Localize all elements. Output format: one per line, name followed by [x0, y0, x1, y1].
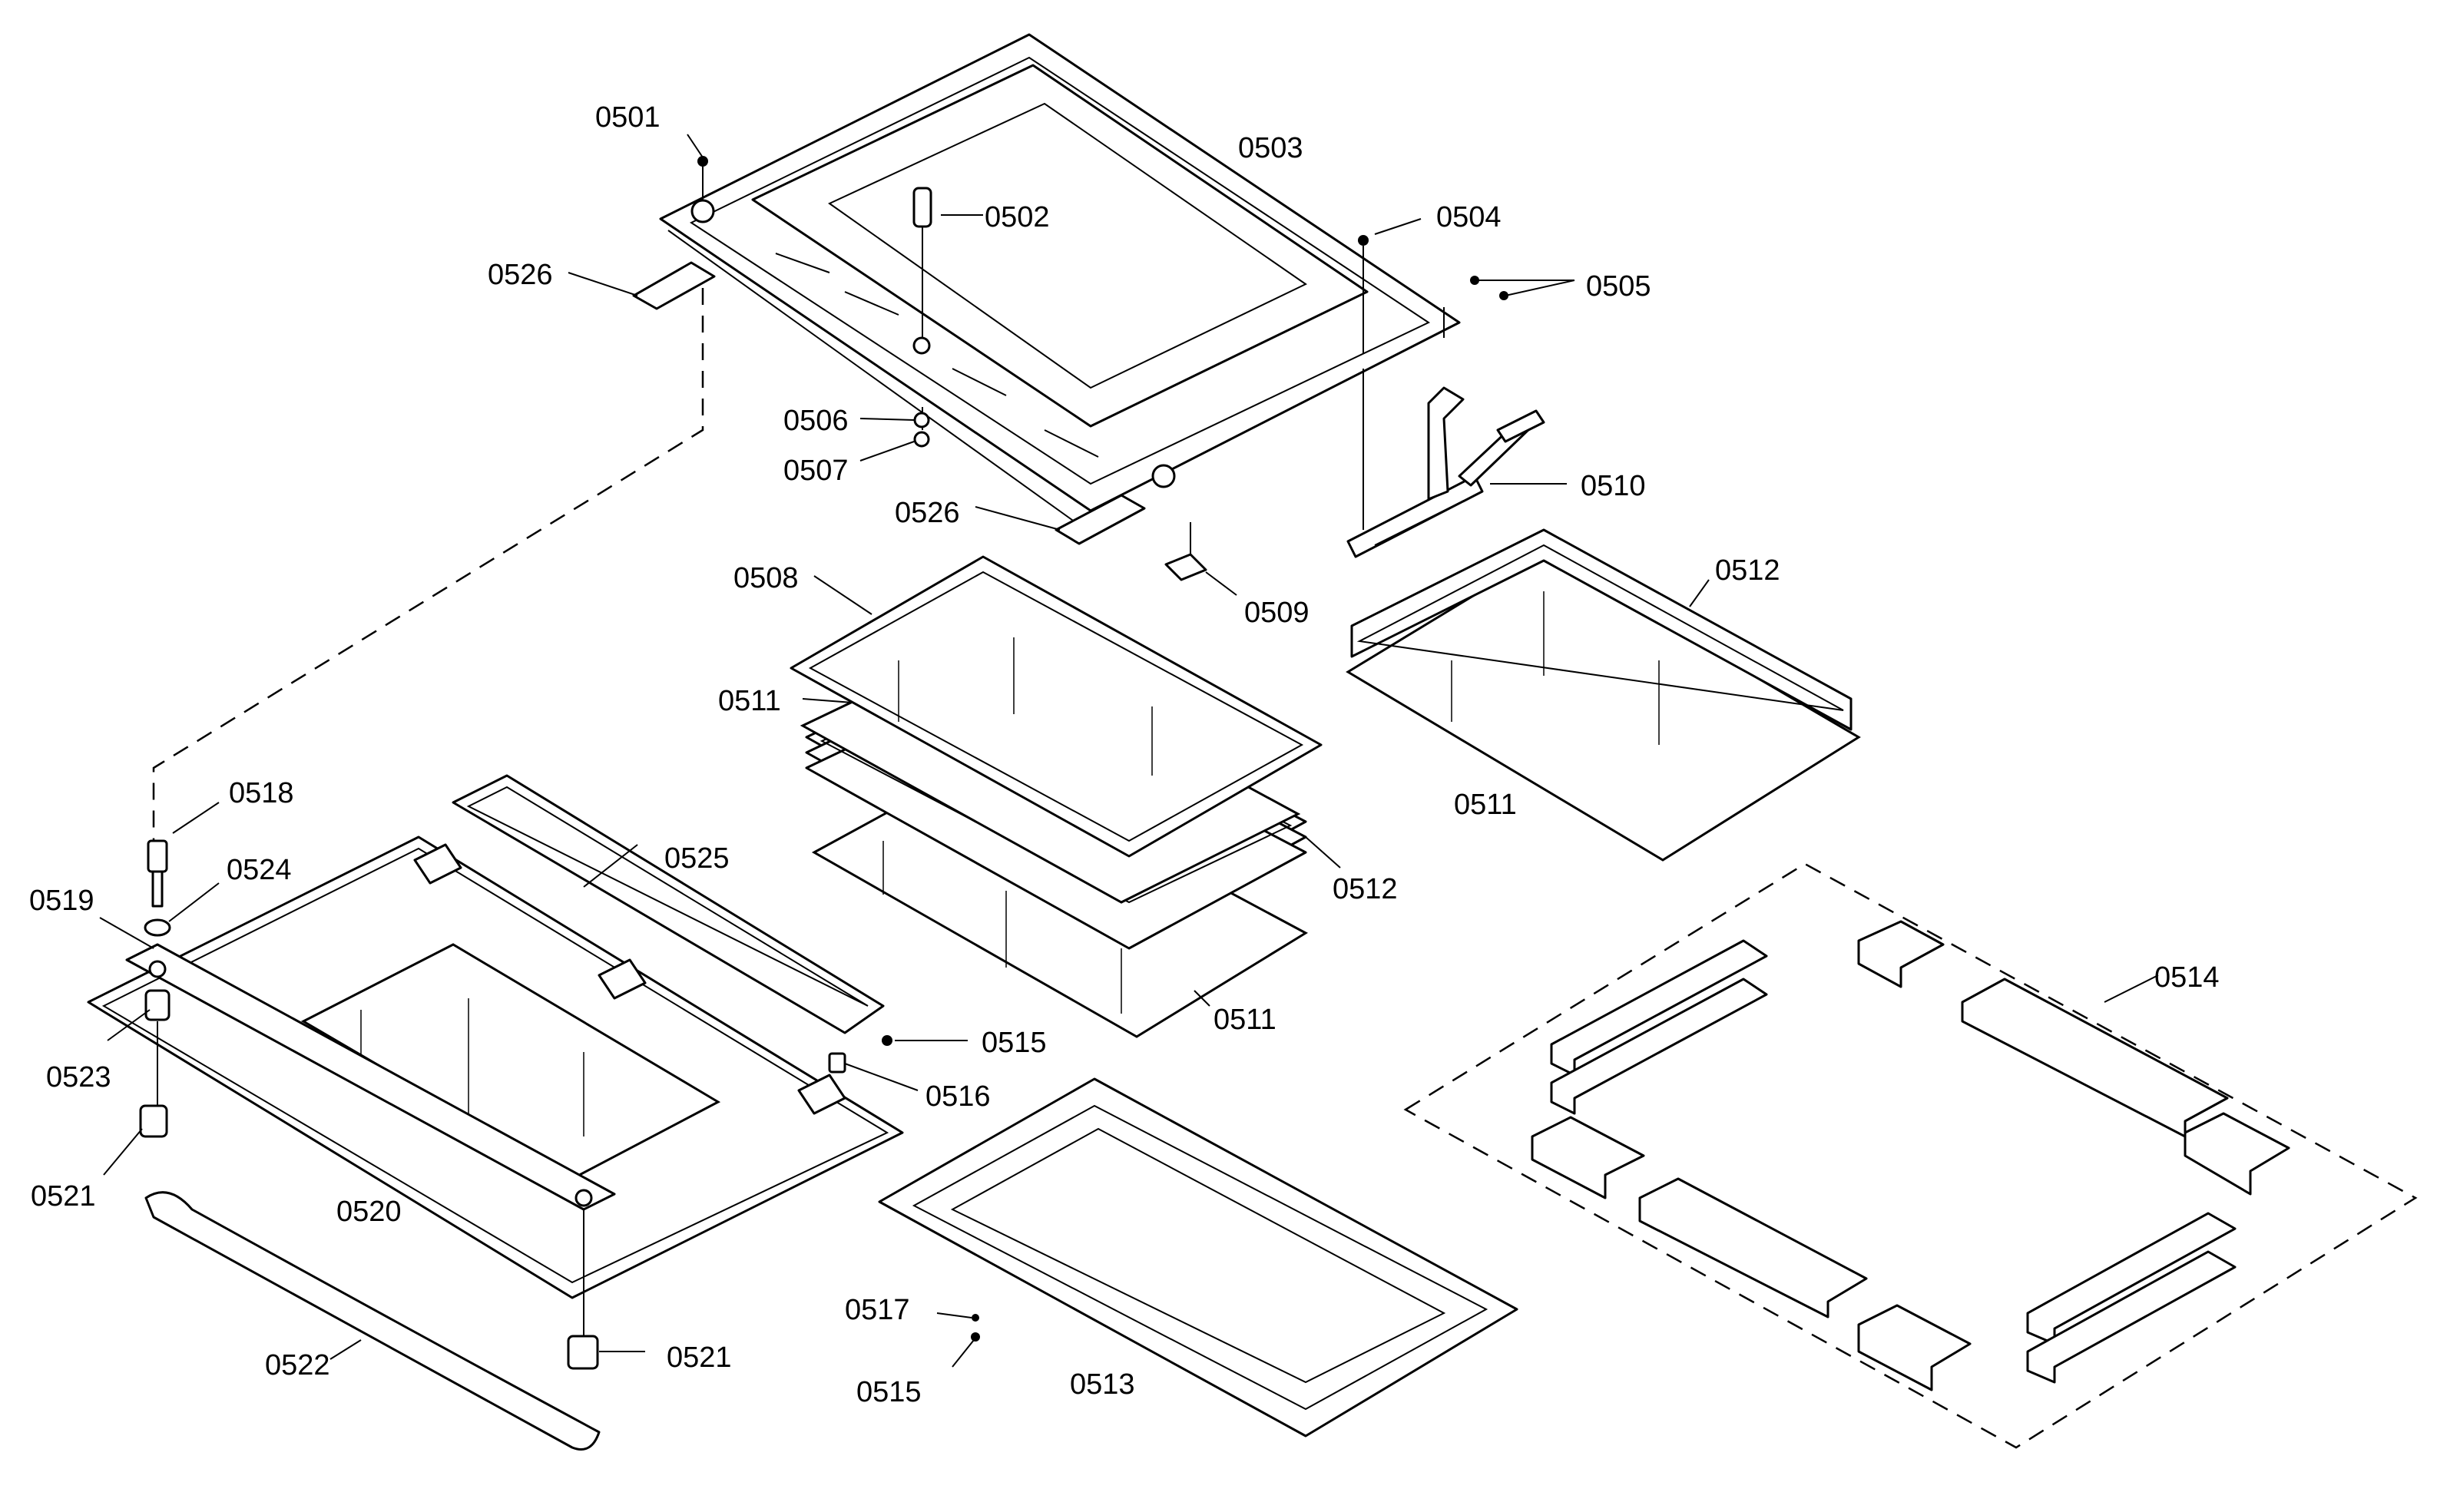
- label-0517: 0517: [845, 1294, 910, 1326]
- block: [1857, 1304, 1972, 1391]
- outer-door-panel-0520: [87, 835, 904, 1299]
- washer-0524: [144, 918, 171, 937]
- label-0510: 0510: [1581, 470, 1646, 502]
- inner-door-frame-0503: [659, 33, 1461, 523]
- label-0511-center-top: 0511: [718, 685, 781, 717]
- insulation-kit-0514: [1403, 862, 2418, 1449]
- label-0524: 0524: [227, 854, 292, 886]
- glass-stack-center: [790, 555, 1323, 1038]
- block: [2026, 1212, 2237, 1345]
- tape-0526-right: [1055, 494, 1146, 545]
- label-0526-left: 0526: [488, 259, 553, 291]
- label-0522: 0522: [265, 1349, 330, 1381]
- hinge-0510: [1346, 386, 1545, 558]
- label-0519: 0519: [29, 885, 94, 917]
- screws-0505: [1470, 276, 1508, 300]
- label-0512-right: 0512: [1715, 554, 1780, 587]
- bottom-frame-0513: [878, 1077, 1518, 1438]
- handle-0522: [144, 1191, 601, 1451]
- label-0525: 0525: [664, 842, 730, 875]
- label-0512-center: 0512: [1333, 873, 1398, 905]
- standoff-0518: [147, 839, 168, 908]
- part-labels: 0501 0502 0503 0504 0505 0526 0506 0507 …: [29, 101, 2220, 1408]
- label-0516: 0516: [925, 1080, 991, 1113]
- block: [2026, 1250, 2237, 1384]
- washer-0506: [913, 412, 930, 428]
- label-0523: 0523: [46, 1061, 111, 1093]
- label-0526-right: 0526: [895, 497, 960, 529]
- label-0521-bottom: 0521: [667, 1342, 732, 1374]
- label-0505: 0505: [1586, 270, 1651, 303]
- block: [1961, 978, 2229, 1138]
- label-0501: 0501: [595, 101, 661, 134]
- label-0515-lower: 0515: [856, 1376, 922, 1408]
- label-0511-center-bottom: 0511: [1214, 1004, 1276, 1036]
- tape-0526-left: [632, 261, 716, 310]
- block: [2184, 1112, 2290, 1196]
- clip-0516: [828, 1052, 846, 1074]
- label-0521-top: 0521: [31, 1180, 96, 1213]
- label-0515-upper: 0515: [982, 1027, 1047, 1059]
- nut-0507: [913, 431, 930, 448]
- bracket-0525: [452, 774, 885, 1034]
- screw-0504: [1358, 235, 1369, 530]
- guide-line: [152, 288, 704, 841]
- block: [1638, 1177, 1868, 1318]
- spacer-0523: [144, 989, 171, 1021]
- block: [1857, 920, 1945, 988]
- label-0509: 0509: [1244, 597, 1310, 629]
- label-0506: 0506: [783, 405, 849, 437]
- label-0520: 0520: [336, 1196, 402, 1228]
- label-0513: 0513: [1070, 1368, 1135, 1401]
- handle-bar-0519: [125, 943, 616, 1211]
- label-0518: 0518: [229, 777, 294, 809]
- screw-0515-upper: [882, 1035, 892, 1046]
- block: [1550, 939, 1768, 1077]
- label-0502: 0502: [985, 201, 1050, 233]
- block: [1550, 978, 1768, 1115]
- block: [1531, 1116, 1645, 1199]
- screw-0501: [697, 156, 708, 201]
- label-0504: 0504: [1436, 201, 1502, 233]
- label-0507: 0507: [783, 455, 849, 487]
- mount-0521-bottom: [567, 1335, 599, 1370]
- leader-lines: [99, 134, 2159, 1368]
- label-0508: 0508: [733, 562, 799, 594]
- clip-0509: [1164, 522, 1207, 581]
- label-0511-right: 0511: [1454, 789, 1517, 821]
- label-0503: 0503: [1238, 132, 1303, 164]
- mount-0521-top: [139, 1104, 168, 1138]
- label-0514: 0514: [2154, 961, 2220, 994]
- glass-stack-right: [1346, 528, 1861, 862]
